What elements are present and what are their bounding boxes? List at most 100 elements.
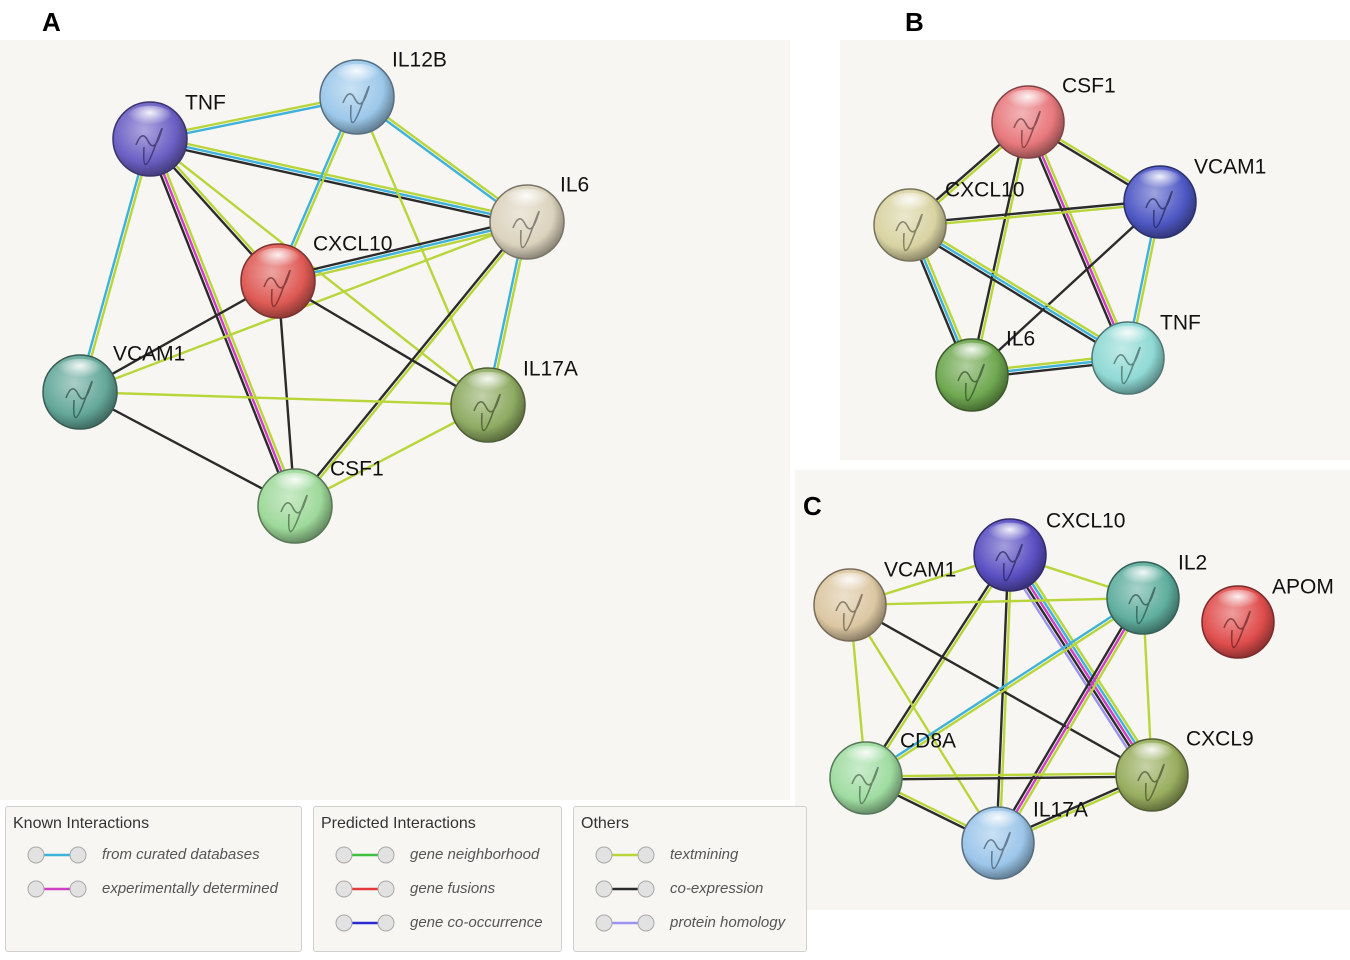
node-label: CXCL10 (945, 179, 1024, 202)
node-highlight (827, 572, 873, 596)
legend-item-neighborhood: gene neighborhood (334, 844, 557, 868)
edge-CXCL10-TNF-textmining (911, 221, 1131, 357)
legend-group: Known Interactions from curated databases… (5, 806, 302, 952)
legend-edge-glyph (595, 914, 655, 932)
node-highlight (465, 371, 511, 396)
node-highlight (57, 358, 103, 383)
legend-item-experimental: experimentally determined (26, 878, 297, 902)
node-CXCL10[interactable]: CXCL10 (873, 179, 1024, 262)
node-IL6[interactable]: IL6 (489, 174, 589, 260)
legend-title: Known Interactions (13, 815, 150, 832)
node-APOM[interactable]: APOM (1201, 576, 1334, 659)
edge-VCAM1-CXCL10-coexpression (909, 199, 1160, 225)
node-highlight (255, 247, 301, 272)
node-highlight (272, 472, 318, 497)
node-label: IL17A (1033, 799, 1088, 822)
protein-structure-icon (1013, 110, 1041, 149)
legend-title: Others (581, 815, 630, 832)
node-CXCL10[interactable]: CXCL10 (240, 233, 392, 319)
node-TNF[interactable]: TNF (1091, 312, 1201, 395)
node-label: IL17A (523, 358, 578, 381)
edge-VCAM1-CXCL10-textmining (910, 202, 1161, 228)
edge-VCAM1-CXCL9-coexpression (849, 603, 1153, 777)
protein-structure-icon (1113, 346, 1141, 385)
legend-label: from curated databases (102, 846, 260, 863)
node-IL2[interactable]: IL2 (1106, 552, 1207, 635)
protein-structure-icon (65, 380, 93, 419)
edge-CXCL10-CXCL9-experimental (1008, 554, 1154, 776)
node-highlight (949, 342, 995, 366)
legend-edge-glyph (335, 914, 395, 932)
node-VCAM1[interactable]: VCAM1 (1123, 156, 1266, 239)
protein-structure-icon (983, 831, 1011, 870)
node-highlight (1120, 565, 1166, 589)
edge-IL2-IL17A-experimental (996, 597, 1145, 844)
node-VCAM1[interactable]: VCAM1 (813, 559, 956, 642)
node-highlight (975, 810, 1021, 834)
legend-label: textmining (670, 846, 739, 863)
node-CXCL10[interactable]: CXCL10 (973, 510, 1125, 592)
node-label: VCAM1 (1194, 156, 1266, 179)
edge-IL6-CXCL10-textmining (278, 223, 529, 286)
edge-IL2-IL17A-coexpression (994, 595, 1142, 842)
node-CSF1[interactable]: CSF1 (991, 75, 1116, 159)
node-highlight (843, 745, 889, 769)
node-CSF1[interactable]: CSF1 (257, 458, 384, 544)
node-highlight (127, 105, 173, 130)
node-CD8A[interactable]: CD8A (829, 730, 956, 815)
edge-VCAM1-IL17A-textmining (79, 390, 489, 407)
edge-IL6-CSF1-coexpression (292, 220, 527, 506)
edge-CXCL10-IL17A-textmining (998, 555, 1013, 844)
node-label: CD8A (900, 730, 956, 753)
legend-edge-glyph (595, 880, 655, 898)
node-label: IL12B (392, 49, 447, 72)
legend-item-homology: protein homology (594, 912, 802, 936)
edge-TNF-VCAM1-curated (77, 138, 150, 392)
edge-CSF1-IL6-textmining (972, 122, 1031, 376)
node-highlight (1215, 589, 1261, 613)
node-highlight (887, 192, 933, 216)
node-IL17A[interactable]: IL17A (450, 358, 578, 443)
protein-structure-icon (851, 766, 879, 805)
legend-title: Predicted Interactions (321, 815, 476, 832)
edge-IL2-IL17A-textmining (999, 599, 1147, 846)
node-label: CXCL10 (1046, 510, 1125, 533)
node-TNF[interactable]: TNF (112, 92, 226, 177)
legend-item-curated: from curated databases (26, 844, 297, 868)
legend-label: co-expression (670, 880, 764, 897)
edge-VCAM1-IL2-textmining (849, 596, 1144, 607)
node-IL6[interactable]: IL6 (935, 328, 1035, 412)
edge-IL6-CXCL10-coexpression (276, 217, 527, 280)
edge-CXCL10-IL17A-coexpression (995, 554, 1010, 843)
node-VCAM1[interactable]: VCAM1 (42, 343, 185, 430)
legend-group: Others textmining co-expression protein hom… (573, 806, 807, 952)
node-label: IL6 (1006, 328, 1035, 351)
edge-CXCL10-CXCL9-curated (1011, 552, 1156, 774)
node-IL12B[interactable]: IL12B (319, 49, 447, 135)
legend-label: gene neighborhood (410, 846, 540, 863)
legend-label: protein homology (670, 914, 786, 931)
legend-edge-glyph (27, 880, 87, 898)
protein-structure-icon (1223, 610, 1251, 649)
protein-structure-icon (835, 593, 863, 632)
node-IL17A[interactable]: IL17A (961, 799, 1088, 880)
protein-structure-icon (895, 213, 923, 252)
node-highlight (987, 522, 1033, 546)
node-label: TNF (185, 92, 226, 115)
protein-structure-icon (995, 543, 1023, 582)
edge-CSF1-IL6-coexpression (969, 121, 1028, 375)
panel-background (795, 470, 1350, 910)
edge-CSF1-TNF-coexpression (1023, 122, 1127, 360)
node-label: VCAM1 (884, 559, 956, 582)
edge-CXCL10-IL17A-coexpression (277, 279, 489, 407)
node-label: CSF1 (330, 458, 384, 481)
edge-TNF-IL6-coexpression (149, 140, 527, 227)
protein-structure-icon (280, 494, 308, 533)
node-CXCL9[interactable]: CXCL9 (1115, 728, 1254, 812)
edge-CXCL10-CXCL9-homology (1003, 557, 1148, 780)
edge-VCAM1-CSF1-coexpression (79, 390, 296, 508)
edge-TNF-CSF1-coexpression (145, 139, 294, 508)
node-label: VCAM1 (113, 343, 185, 366)
